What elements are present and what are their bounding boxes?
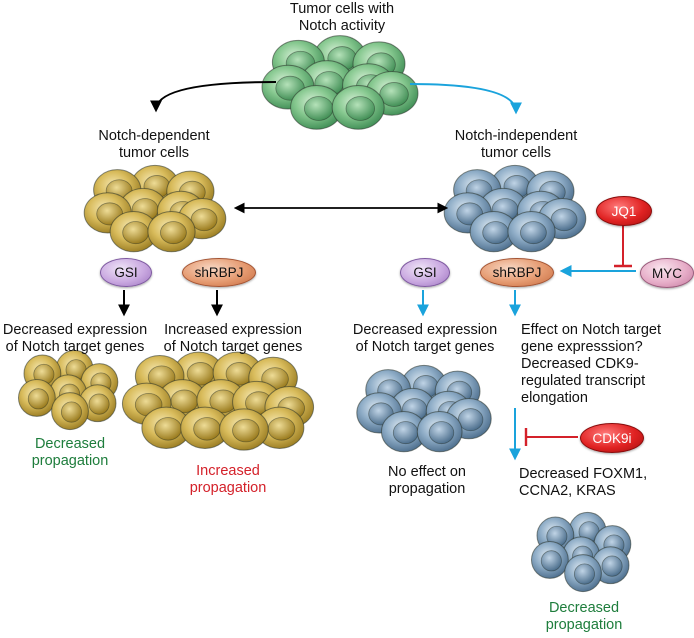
cell-nucleus bbox=[27, 388, 49, 410]
left-shrbpj-outcome: Increased propagation bbox=[189, 463, 267, 496]
cell-nucleus bbox=[345, 96, 375, 121]
cell-nucleus bbox=[601, 555, 623, 577]
cell-nucleus bbox=[154, 417, 182, 441]
cell-nucleus bbox=[573, 563, 595, 585]
cell-nucleus bbox=[540, 550, 562, 572]
cell-nucleus bbox=[193, 417, 221, 441]
notch-independent-heading: Notch-independent tumor cells bbox=[454, 128, 578, 161]
cell-nucleus bbox=[303, 96, 334, 121]
cdk9i-pill: CDK9i bbox=[580, 423, 644, 453]
cell-nucleus bbox=[232, 418, 260, 443]
jq1-pill: JQ1 bbox=[596, 196, 652, 226]
right-shrbpj-effect: Effect on Notch target gene expresssion?… bbox=[521, 322, 661, 406]
shrbpj-treated-dependent-cluster bbox=[121, 351, 315, 451]
gsi-right-pill: GSI bbox=[400, 258, 450, 287]
cdk9i-treated-independent-cluster bbox=[530, 511, 632, 593]
cell-nucleus bbox=[520, 221, 547, 245]
right-gsi-result: Decreased expression of Notch target gen… bbox=[352, 322, 498, 355]
left-shrbpj-result: Increased expression of Notch target gen… bbox=[163, 322, 303, 355]
cell-nucleus bbox=[482, 221, 510, 245]
cell-nucleus bbox=[88, 393, 110, 415]
cell-nucleus bbox=[428, 421, 455, 445]
gsi-left-pill: GSI bbox=[100, 258, 152, 287]
notch-dependent-cell-cluster bbox=[83, 164, 227, 253]
left-gsi-result: Decreased expression of Notch target gen… bbox=[2, 322, 148, 355]
shrbpj-right-pill: shRBPJ bbox=[480, 258, 554, 287]
gsi-treated-independent-cluster bbox=[356, 364, 492, 453]
cell-nucleus bbox=[122, 221, 150, 245]
green-tumor-cluster bbox=[261, 35, 419, 130]
right-downstream-genes: Decreased FOXM1, CCNA2, KRAS bbox=[519, 466, 648, 499]
top-title: Tumor cells with Notch activity bbox=[289, 1, 395, 34]
arrow-to-notch-independent bbox=[409, 83, 522, 115]
shrbpj-left-pill: shRBPJ bbox=[182, 258, 256, 287]
myc-pill: MYC bbox=[640, 258, 694, 288]
cell-nucleus bbox=[60, 401, 82, 423]
cell-nucleus bbox=[160, 221, 187, 245]
cell-nucleus bbox=[267, 417, 296, 441]
gsi-treated-dependent-cluster bbox=[17, 349, 119, 431]
right-final-outcome: Decreased propagation bbox=[545, 600, 623, 633]
notch-dependent-heading: Notch-dependent tumor cells bbox=[98, 128, 210, 161]
left-gsi-outcome: Decreased propagation bbox=[31, 436, 109, 469]
notch-independent-cell-cluster bbox=[443, 164, 587, 253]
cell-nucleus bbox=[392, 421, 419, 445]
arrow-to-notch-dependent bbox=[150, 81, 277, 113]
right-gsi-outcome: No effect on propagation bbox=[388, 464, 466, 497]
